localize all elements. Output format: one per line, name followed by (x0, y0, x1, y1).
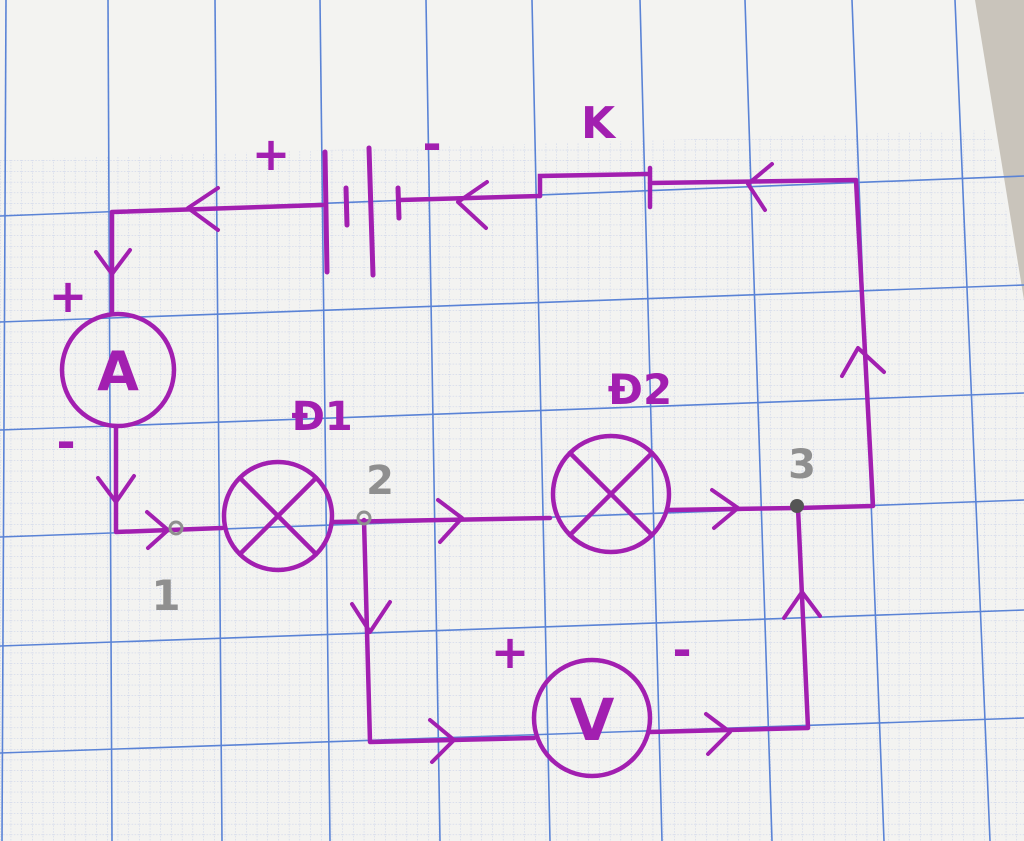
voltmeter-circle (531, 657, 653, 779)
junction-nodes (168, 499, 804, 536)
wire-lamp2-to-node3 (665, 505, 801, 513)
lamp-1 (221, 459, 335, 573)
arrow-down-left-bottom (96, 474, 136, 504)
node-3-label: 3 (788, 442, 816, 488)
arrow-down-left-top (94, 248, 132, 276)
lamp-2-cross-b (567, 450, 655, 538)
ammeter-plus-label: + (49, 269, 88, 323)
ammeter-circle (59, 311, 177, 429)
arrow-up-right (840, 346, 886, 378)
switch-label: K (581, 98, 617, 149)
lamp-2 (550, 433, 672, 555)
arrow-to-node1 (145, 510, 170, 550)
voltmeter-minus-label: - (672, 623, 691, 677)
wire-switch-to-battery (397, 193, 543, 203)
arrow-to-voltmeter (428, 718, 456, 764)
lamp-1-label: Đ1 (291, 394, 352, 440)
ammeter-label: A (97, 340, 139, 403)
wire-top-left (109, 202, 325, 315)
battery-minus-label: - (422, 117, 441, 171)
arrow-top-right (746, 162, 774, 212)
minor-grid (0, 130, 1024, 841)
wire-ammeter-to-node1 (113, 425, 225, 535)
battery-plate-short-1 (343, 185, 350, 228)
battery-plus-label: + (252, 127, 291, 181)
battery-symbol (322, 145, 402, 278)
arrow-from-voltmeter (704, 712, 732, 756)
arrow-top-left (186, 186, 220, 232)
lamp-1-circle (221, 459, 335, 573)
battery-plate-long-2 (366, 145, 376, 278)
lamp-2-circle (550, 433, 672, 555)
voltmeter: V (531, 657, 653, 779)
node-1-dot (168, 520, 184, 536)
arrow-to-node3 (710, 488, 740, 530)
voltmeter-label: V (570, 686, 615, 754)
lamp-2-label: Đ2 (608, 365, 672, 414)
arrow-down-voltmeter (350, 600, 392, 634)
node-1-label: 1 (151, 571, 180, 620)
wire-voltmeter-branch-right (647, 505, 811, 735)
lamp-1-cross-b (237, 475, 319, 557)
arrow-up-voltmeter-right (782, 590, 822, 620)
ammeter-minus-label: - (56, 415, 75, 469)
switch-k-blade (537, 171, 651, 199)
switch-k (537, 165, 653, 210)
current-arrows (94, 162, 886, 764)
node-2-dot (356, 510, 372, 526)
node-3-dot (790, 499, 804, 513)
ammeter: A (59, 311, 177, 429)
node-2-label: 2 (366, 458, 394, 504)
arrow-to-lamp2 (436, 498, 464, 544)
arrow-before-battery (456, 180, 489, 230)
voltmeter-plus-label: + (491, 625, 530, 679)
battery-plate-long-1 (322, 149, 330, 275)
wire-voltmeter-branch-left (361, 517, 537, 745)
battery-plate-short-2 (395, 185, 402, 221)
major-grid-vertical (1, 0, 991, 841)
